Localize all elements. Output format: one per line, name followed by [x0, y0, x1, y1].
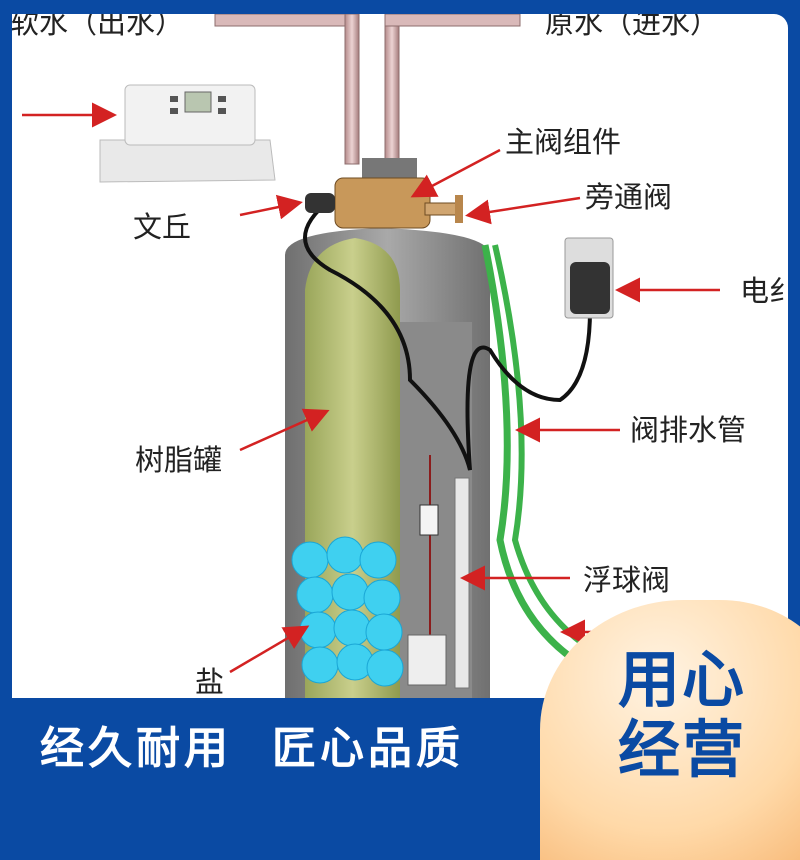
label-drain-pipe: 阀排水管	[630, 413, 746, 447]
diagram-frame: 软水（出水） 原水（进水） 主阀组件 旁通阀 文丘 电纟 阀排水管 树脂罐 浮球…	[12, 14, 788, 700]
power-adapter	[564, 237, 614, 319]
salt-pellets	[291, 536, 404, 687]
pipes	[214, 14, 521, 165]
label-venturi: 文丘	[133, 210, 191, 244]
label-main-valve: 主阀组件	[505, 125, 621, 159]
badge-text: 用心 经营	[618, 645, 746, 785]
slogan-durable: 经久耐用	[40, 723, 232, 774]
badge-line-2: 经营	[618, 713, 747, 786]
slogan-quality: 匠心品质	[272, 723, 464, 774]
slogan: 经久耐用匠心品质	[40, 712, 504, 776]
label-motor: 电纟	[740, 274, 788, 308]
drain-hose	[481, 244, 612, 684]
label-resin-tank: 树脂罐	[135, 443, 222, 477]
badge-line-1: 用心	[618, 643, 747, 716]
controller-unit	[99, 84, 276, 183]
label-soft-water-out: 软水（出水）	[12, 14, 184, 40]
label-float-valve: 浮球阀	[583, 563, 670, 597]
label-salt: 盐	[195, 665, 224, 699]
label-bypass-valve: 旁通阀	[585, 180, 672, 214]
callout-arrows	[22, 102, 720, 674]
label-raw-water-in: 原水（进水）	[545, 14, 719, 40]
water-softener-diagram: 软水（出水） 原水（进水） 主阀组件 旁通阀 文丘 电纟 阀排水管 树脂罐 浮球…	[12, 14, 788, 700]
control-cable	[303, 198, 592, 471]
main-valve	[305, 158, 463, 229]
